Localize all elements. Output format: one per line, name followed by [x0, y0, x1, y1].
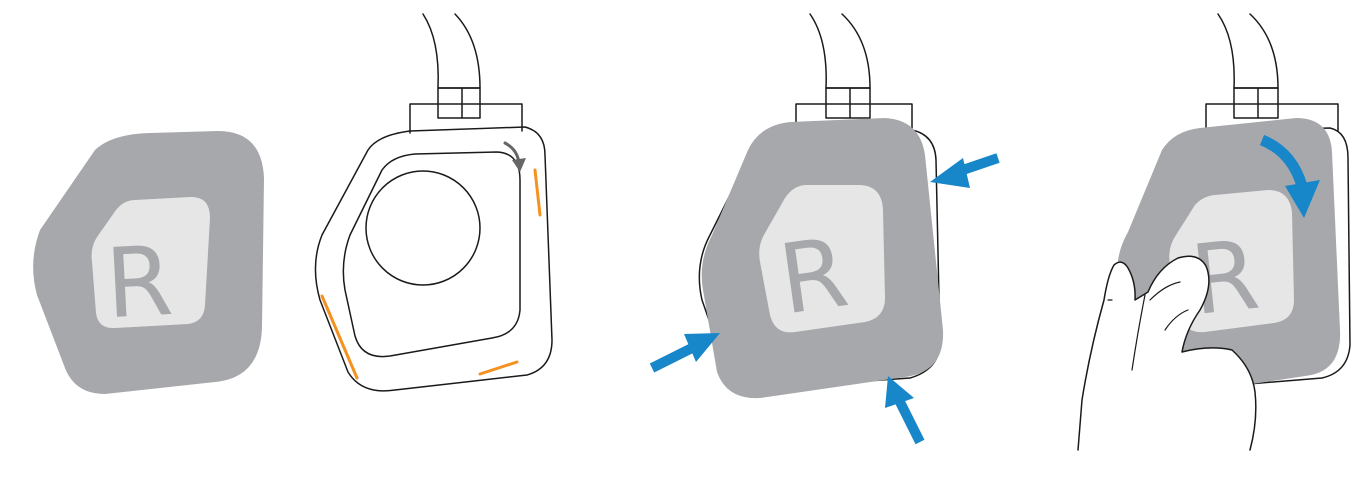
ear-pad-side-letter: R	[773, 216, 855, 336]
step-3-press-pad: R	[649, 13, 1000, 445]
hand-thumb-crease	[1107, 281, 1189, 371]
headband-strip	[437, 87, 481, 119]
headband-strip	[1233, 87, 1279, 119]
ear-cup-outer-shell	[314, 126, 553, 392]
rotate-arrow	[1259, 134, 1308, 188]
headband-arm	[1217, 13, 1279, 89]
headband-arm	[422, 13, 481, 89]
hand	[1077, 255, 1257, 451]
ear-pad-label-plate	[759, 185, 885, 333]
step-1-detached-ear-pad: R	[33, 131, 265, 394]
yoke-block	[409, 103, 523, 134]
ear-pad-label-plate	[91, 196, 210, 329]
ear-pad-side-letter: R	[103, 225, 175, 340]
headband-strip	[825, 87, 871, 119]
step-2-ear-cup	[314, 13, 553, 392]
guide-mark-bottom	[478, 360, 519, 376]
guide-mark-right	[533, 168, 542, 217]
headband-arm	[809, 13, 871, 89]
press-arrow-right	[930, 153, 1000, 188]
guide-mark-left	[320, 294, 359, 380]
speaker-driver	[365, 170, 481, 286]
press-arrow-left	[649, 333, 720, 373]
rotate-hint-arrowhead	[512, 158, 526, 172]
step-4-rotate-pad: R	[1077, 13, 1351, 451]
press-arrow-bottom	[885, 376, 925, 445]
ear-cup-inner-ring	[342, 151, 521, 358]
rotate-arrowhead	[1285, 180, 1320, 218]
